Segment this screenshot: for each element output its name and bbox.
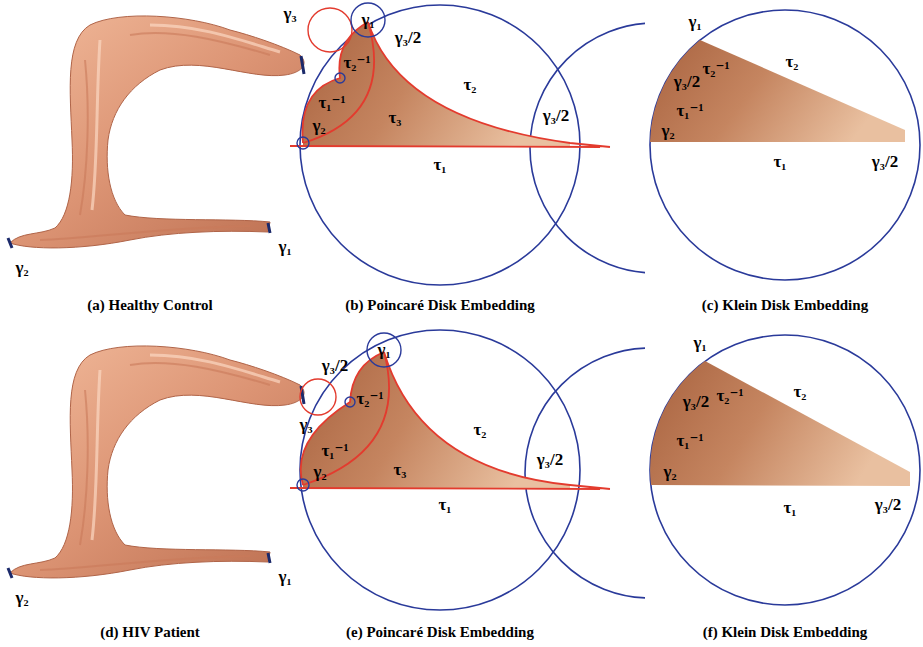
math-label: γ₃ bbox=[283, 4, 296, 24]
math-label: τ₂ bbox=[464, 75, 477, 95]
math-label: τ₁ bbox=[774, 152, 787, 172]
surface-shading bbox=[40, 363, 270, 570]
geodesic-circle bbox=[308, 8, 352, 52]
math-label: τ₂⁻¹ bbox=[343, 52, 370, 73]
embedded-surface bbox=[302, 22, 570, 146]
vertex-circle bbox=[351, 3, 385, 37]
math-label: τ₁⁻¹ bbox=[321, 440, 348, 461]
math-label: γ₃/2 bbox=[875, 495, 901, 515]
math-label: γ₂ bbox=[661, 121, 674, 141]
math-label: τ₂⁻¹ bbox=[356, 388, 383, 409]
math-label: τ₁ bbox=[439, 495, 452, 515]
panel-caption: (b) Poincaré Disk Embedding bbox=[345, 297, 535, 314]
embedded-surface bbox=[650, 40, 905, 142]
poincare-disk bbox=[300, 330, 580, 610]
vertex-circle bbox=[335, 73, 345, 83]
vertex-circle bbox=[297, 479, 309, 491]
panel-caption: (a) Healthy Control bbox=[87, 297, 213, 314]
math-label: γ₁ bbox=[377, 340, 390, 360]
math-label: γ₂ bbox=[312, 116, 325, 136]
klein-disk bbox=[650, 10, 920, 280]
math-label: τ₂ bbox=[786, 52, 799, 72]
klein-embedding bbox=[650, 10, 920, 280]
math-label: γ₂ bbox=[15, 258, 28, 278]
boundary-mark bbox=[8, 386, 304, 578]
math-label: τ₂⁻¹ bbox=[716, 385, 743, 406]
math-label: τ₁ bbox=[434, 155, 447, 175]
math-label: τ₁⁻¹ bbox=[676, 430, 703, 451]
klein-disk bbox=[650, 335, 920, 605]
math-label: γ₃/2 bbox=[537, 450, 563, 470]
hippocampus-surface bbox=[8, 346, 304, 578]
panel-caption: (e) Poincaré Disk Embedding bbox=[346, 624, 534, 641]
panel-caption: (c) Klein Disk Embedding bbox=[702, 297, 868, 314]
geodesic bbox=[290, 22, 610, 147]
klein-embedding bbox=[650, 335, 920, 605]
poincare-disk bbox=[300, 5, 580, 285]
geodesic bbox=[290, 352, 610, 489]
math-label: γ₃/2 bbox=[674, 72, 700, 92]
math-label: γ₃/2 bbox=[683, 392, 709, 412]
surface-highlight bbox=[92, 355, 280, 540]
math-label: τ₁⁻¹ bbox=[318, 92, 345, 113]
math-label: τ₁ bbox=[784, 498, 797, 518]
math-label: γ₃/2 bbox=[395, 28, 421, 48]
math-label: γ₁ bbox=[278, 237, 291, 257]
math-label: τ₃ bbox=[394, 460, 407, 480]
math-label: τ₁⁻¹ bbox=[676, 100, 703, 121]
math-label: γ₃ bbox=[299, 415, 312, 435]
vertex-circle bbox=[367, 333, 401, 367]
math-label: τ₂ bbox=[474, 420, 487, 440]
math-label: γ₃/2 bbox=[543, 106, 569, 126]
hippocampus-shape bbox=[10, 346, 304, 578]
math-label: γ₂ bbox=[663, 462, 676, 482]
surface-shading bbox=[40, 33, 270, 240]
vertex-circle bbox=[297, 137, 309, 149]
geodesic-circle bbox=[300, 379, 336, 415]
surface-highlight bbox=[92, 25, 280, 210]
math-label: τ₂⁻¹ bbox=[702, 58, 729, 79]
hippocampus-surface bbox=[8, 16, 304, 248]
math-label: γ₃/2 bbox=[322, 356, 348, 376]
math-label: γ₁ bbox=[278, 567, 291, 587]
math-label: γ₁ bbox=[693, 333, 706, 353]
geodesic-circle bbox=[525, 348, 645, 598]
math-label: γ₂ bbox=[313, 462, 326, 482]
math-label: γ₁ bbox=[688, 12, 701, 32]
math-label: τ₂ bbox=[794, 382, 807, 402]
math-label: γ₂ bbox=[15, 588, 28, 608]
hippocampus-shape bbox=[10, 16, 304, 248]
math-label: γ₃/2 bbox=[872, 152, 898, 172]
panel-caption: (f) Klein Disk Embedding bbox=[703, 624, 868, 641]
embedded-surface bbox=[650, 361, 910, 486]
boundary-mark bbox=[8, 56, 304, 248]
geodesic-circle bbox=[530, 23, 645, 273]
panel-caption: (d) HIV Patient bbox=[100, 624, 200, 641]
math-label: γ₁ bbox=[361, 10, 374, 30]
math-label: τ₃ bbox=[389, 108, 402, 128]
vertex-circle bbox=[345, 397, 355, 407]
